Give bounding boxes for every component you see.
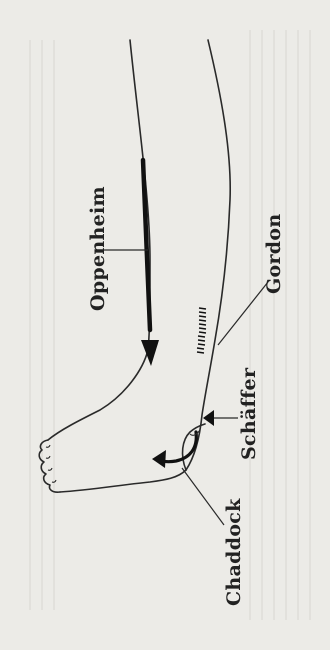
- label-gordon: Gordon: [263, 218, 285, 294]
- calf-contour: [186, 40, 230, 470]
- gordon-squeeze-hatch: [197, 308, 206, 353]
- leg-outline: [39, 40, 230, 492]
- chaddock-leader: [182, 468, 224, 525]
- label-oppenheim: Oppenheim: [87, 191, 109, 311]
- label-chaddock: Chaddock: [223, 506, 245, 606]
- bleed-through-texture: [30, 30, 310, 620]
- label-schaffer: Schäffer: [238, 370, 260, 460]
- sole-contour: [60, 470, 186, 492]
- gordon-leader: [218, 282, 268, 345]
- chaddock-stroke-arrow: [152, 430, 200, 468]
